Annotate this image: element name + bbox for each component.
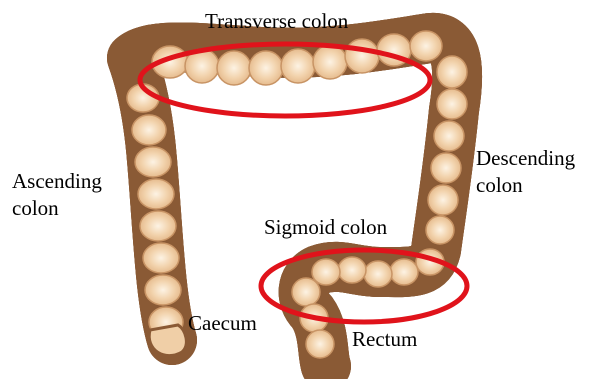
transverse-colon-label-text: Transverse colon [205,8,348,35]
ascending-colon-label: Ascending colon [12,168,102,222]
caecum-label-text: Caecum [188,310,257,337]
rectum-label: Rectum [352,326,417,353]
ascending-colon-label-line2: colon [12,195,102,222]
rectum-label-text: Rectum [352,326,417,353]
sigmoid-colon-label: Sigmoid colon [264,214,387,241]
transverse-colon-label: Transverse colon [205,8,348,35]
descending-colon-label-line2: colon [476,172,575,199]
caecum-label: Caecum [188,310,257,337]
descending-colon-label-line1: Descending [476,145,575,172]
sigmoid-colon-label-text: Sigmoid colon [264,214,387,241]
descending-colon-label: Descending colon [476,145,575,199]
ascending-colon-label-line1: Ascending [12,168,102,195]
caecum-pouch [149,325,186,356]
